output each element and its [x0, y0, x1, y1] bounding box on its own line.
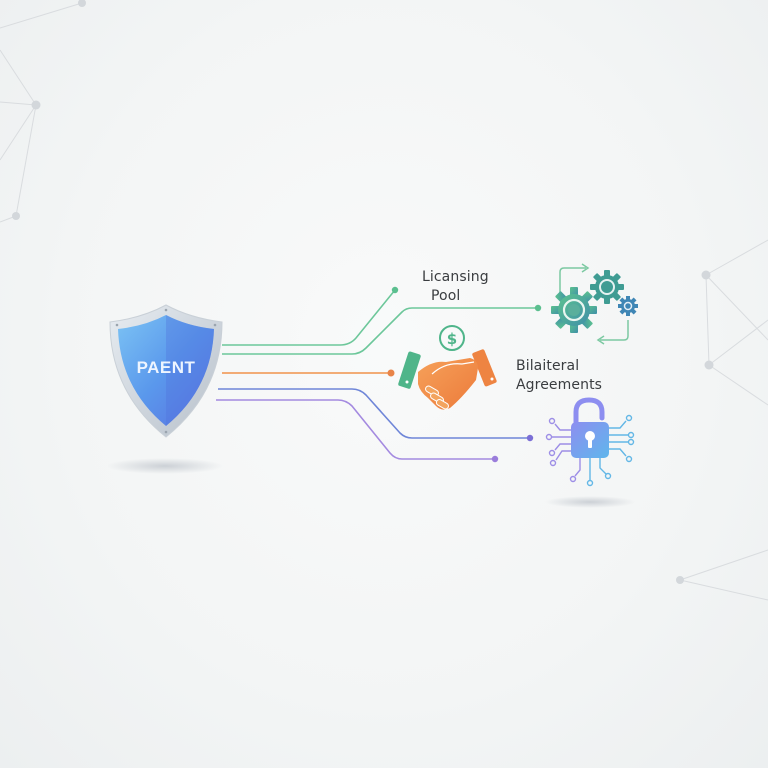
- shield-shadow: [107, 458, 223, 474]
- shield-icon: [109, 304, 223, 438]
- connector-green-1: [222, 289, 396, 346]
- connector-blue: [218, 388, 530, 439]
- bilateral-agreements-label-line1: Bilaiteral: [516, 358, 580, 374]
- svg-text:$: $: [447, 330, 457, 348]
- lock-shadow: [545, 496, 635, 508]
- connectors: [216, 289, 538, 460]
- connector-endpoints: [387, 286, 542, 463]
- licensing-pool-label-line1: Licansing: [422, 269, 489, 285]
- licensing-pool-label-line2: Pool: [431, 288, 461, 304]
- bilateral-agreements-label: Bilaiteral Agreements: [516, 357, 602, 395]
- connector-green-2: [222, 307, 538, 355]
- network-decoration: [0, 2, 768, 601]
- unlocked-padlock-circuit-icon: [545, 397, 635, 487]
- licensing-pool-label: Licansing Pool: [422, 268, 489, 306]
- shield-label: PAENT: [136, 358, 196, 377]
- connector-purple: [216, 399, 495, 460]
- bilateral-agreements-label-line2: Agreements: [516, 377, 603, 393]
- handshake-dollar-icon: $: [398, 325, 497, 410]
- network-nodes: [12, 0, 714, 584]
- gears-icon: [551, 263, 638, 345]
